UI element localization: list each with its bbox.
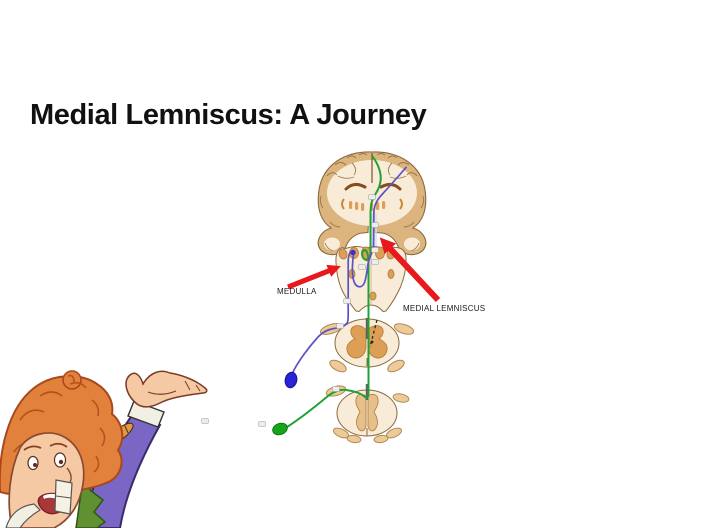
medulla-arrow — [287, 264, 341, 290]
medulla-label: MEDULLA — [277, 287, 317, 296]
cartoon-earring — [54, 479, 73, 515]
teacher-cartoon — [0, 370, 208, 528]
micro-label-markers — [201, 194, 379, 427]
cartoon-collar — [5, 503, 41, 528]
green-receptor-ending — [272, 422, 288, 436]
cortex-sulci — [319, 153, 425, 252]
cartoon-cuff — [127, 400, 165, 428]
blue-nucleus-dot — [350, 249, 356, 256]
slide-title: Medial Lemniscus: A Journey — [30, 99, 427, 131]
lower-spinal-cord-section — [325, 384, 410, 444]
cartoon-eyes — [23, 442, 68, 471]
cartoon-hand — [125, 370, 208, 408]
blue-receptor-ending — [284, 371, 298, 389]
green-pathway-line — [286, 155, 382, 428]
upper-spinal-cord-section — [319, 318, 415, 373]
medial-lemniscus-label: MEDIAL LEMNISCUS — [403, 304, 486, 313]
medial-lemniscus-arrow — [379, 237, 441, 303]
dorsal-column-highlight — [365, 318, 369, 339]
dorsal-column-highlight — [365, 384, 369, 400]
purple-crossing-fiber — [351, 166, 408, 288]
spinal-root-flaps — [325, 385, 410, 444]
